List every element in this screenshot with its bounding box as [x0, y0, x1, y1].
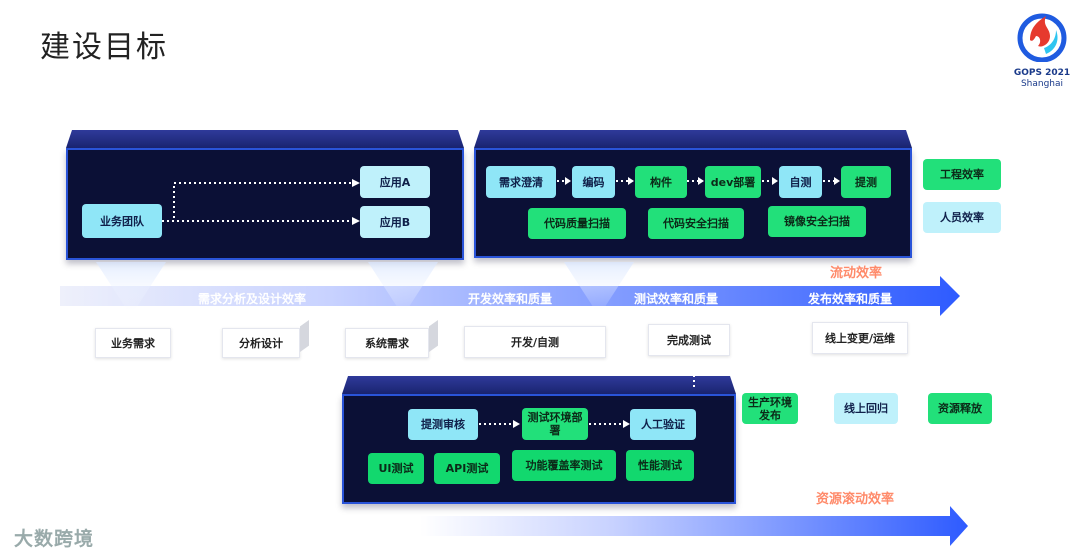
step-system-requirements: 系统需求: [345, 328, 429, 358]
app-b-box: 应用B: [360, 206, 430, 238]
pipeline-step-submit-test: 提测: [841, 166, 891, 198]
test-env-deploy-box: 测试环境部署: [522, 408, 588, 440]
business-team-box: 业务团队: [82, 204, 162, 238]
pipeline-step-coding: 编码: [572, 166, 615, 198]
api-test-box: API测试: [434, 453, 500, 484]
pipeline-step-self-test: 自测: [779, 166, 822, 198]
watermark: 大数跨境: [14, 528, 95, 550]
card-tab: [429, 320, 438, 352]
pipeline-step-requirements: 需求澄清: [486, 166, 556, 198]
step-testing-complete: 完成测试: [648, 324, 730, 356]
stage-development: 开发效率和质量: [468, 292, 553, 306]
prod-release-tag: 生产环境发布: [742, 393, 798, 424]
logo-subtext: Shanghai: [1020, 79, 1064, 89]
panel-bevel: [342, 376, 736, 394]
page-title: 建设目标: [40, 30, 168, 65]
people-efficiency-tag: 人员效率: [923, 202, 1001, 233]
panel-bevel: [474, 130, 912, 148]
manual-verify-box: 人工验证: [630, 409, 696, 440]
test-review-box: 提测审核: [408, 409, 478, 440]
pipeline-step-build: 构件: [635, 166, 687, 198]
stage-release: 发布效率和质量: [808, 292, 893, 306]
gops-flame-icon: [1017, 13, 1067, 63]
engineering-efficiency-tag: 工程效率: [923, 159, 1001, 190]
online-regression-tag: 线上回归: [834, 393, 898, 424]
coverage-test-box: 功能覆盖率测试: [512, 450, 616, 481]
gops-logo: GOPS 2021 Shanghai: [1010, 10, 1074, 92]
ui-test-box: UI测试: [368, 453, 424, 484]
card-tab: [300, 320, 309, 352]
step-online-change-ops: 线上变更/运维: [812, 322, 908, 354]
code-security-scan-box: 代码安全扫描: [648, 208, 744, 239]
app-a-box: 应用A: [360, 166, 430, 198]
performance-test-box: 性能测试: [626, 450, 694, 481]
flow-efficiency-label: 流动效率: [830, 266, 883, 281]
resource-release-tag: 资源释放: [928, 393, 992, 424]
resource-efficiency-label: 资源滚动效率: [816, 492, 895, 507]
code-quality-scan-box: 代码质量扫描: [528, 208, 626, 239]
logo-text: GOPS 2021: [1013, 68, 1071, 78]
panel-bevel: [66, 130, 464, 148]
stage-requirements-design: 需求分析及设计效率: [198, 292, 307, 306]
step-analysis-design: 分析设计: [222, 328, 300, 358]
image-security-scan-box: 镜像安全扫描: [768, 206, 866, 237]
step-dev-self-test: 开发/自测: [464, 326, 606, 358]
pipeline-step-dev-deploy: dev部署: [705, 166, 761, 198]
step-business-requirements: 业务需求: [95, 328, 171, 358]
stage-testing: 测试效率和质量: [634, 292, 719, 306]
